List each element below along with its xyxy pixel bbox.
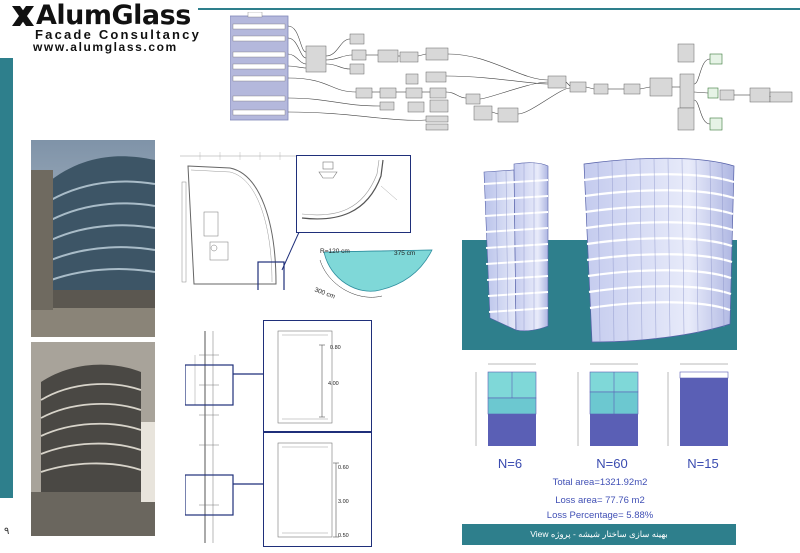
bottom-dim-b: 3.00: [338, 499, 349, 505]
grasshopper-script-diagram: [230, 12, 800, 137]
caption-text: بهینه سازی ساختار شیشه - پروژه View: [530, 529, 668, 539]
top-dim-b: 4.00: [328, 381, 339, 387]
bottom-dim-c: 0.50: [338, 533, 349, 539]
page-number: ۹: [4, 526, 10, 537]
logo-mark: [10, 4, 36, 28]
section-detail-top-svg: [277, 330, 333, 424]
section-detail-bottom-svg: [277, 442, 339, 538]
arc-label: 375 cm: [394, 250, 416, 257]
section-svg: [185, 331, 234, 543]
curved-facade-photo: [31, 140, 155, 337]
top-dim-a: 0.80: [330, 345, 341, 351]
total-area-stat: Total area=1321.92m2: [552, 477, 648, 488]
curved-glass-svg: [319, 249, 433, 298]
left-side-bar: [0, 58, 13, 498]
brand-name: AlumGlass: [36, 0, 191, 31]
panel-diagram-2: [572, 358, 652, 450]
section-detail-bottom: 0.60 3.00 0.50: [263, 432, 372, 547]
floor-plan-svg: [180, 152, 300, 290]
floor-plan-drawing: [180, 152, 300, 290]
caption-bar: بهینه سازی ساختار شیشه - پروژه View: [462, 524, 736, 545]
curved-glass-diagram: R=120 cm 375 cm 300 cm: [310, 240, 440, 308]
brand-url: www.alumglass.com: [33, 40, 178, 54]
facade-3d-model: [462, 150, 800, 350]
facade-render-photo: [31, 342, 155, 536]
x-logo-icon: [12, 6, 34, 26]
panel-3-svg: [667, 363, 729, 446]
loss-percentage-stat: Loss Percentage= 5.88%: [546, 510, 654, 521]
section-leaders: [233, 373, 263, 485]
panel-label-2: N=60: [596, 456, 628, 471]
node-graph: [230, 12, 793, 131]
plan-detail-svg: [301, 159, 398, 220]
radius-label: R=120 cm: [320, 248, 350, 255]
panel-diagram-1: [470, 358, 550, 450]
callout-leader: [281, 229, 301, 271]
loss-area-stat: Loss area= 77.76 m2: [555, 495, 645, 506]
brand-tagline: Facade Consultancy: [35, 27, 202, 42]
bottom-dim-a: 0.60: [338, 465, 349, 471]
section-detail-top: 0.80 4.00: [263, 320, 372, 432]
panel-label-1: N=6: [497, 456, 523, 471]
panel-2-svg: [577, 363, 639, 446]
building-photo-top: [31, 140, 155, 337]
panel-label-3: N=15: [687, 456, 719, 471]
section-drawing: [185, 325, 235, 547]
building-photo-bottom: [31, 342, 155, 536]
plan-detail-callout: [296, 155, 411, 233]
panel-1-svg: [475, 363, 537, 446]
model-svg: [483, 157, 735, 343]
panel-diagram-3: [662, 358, 742, 450]
header-rule: [198, 8, 800, 10]
